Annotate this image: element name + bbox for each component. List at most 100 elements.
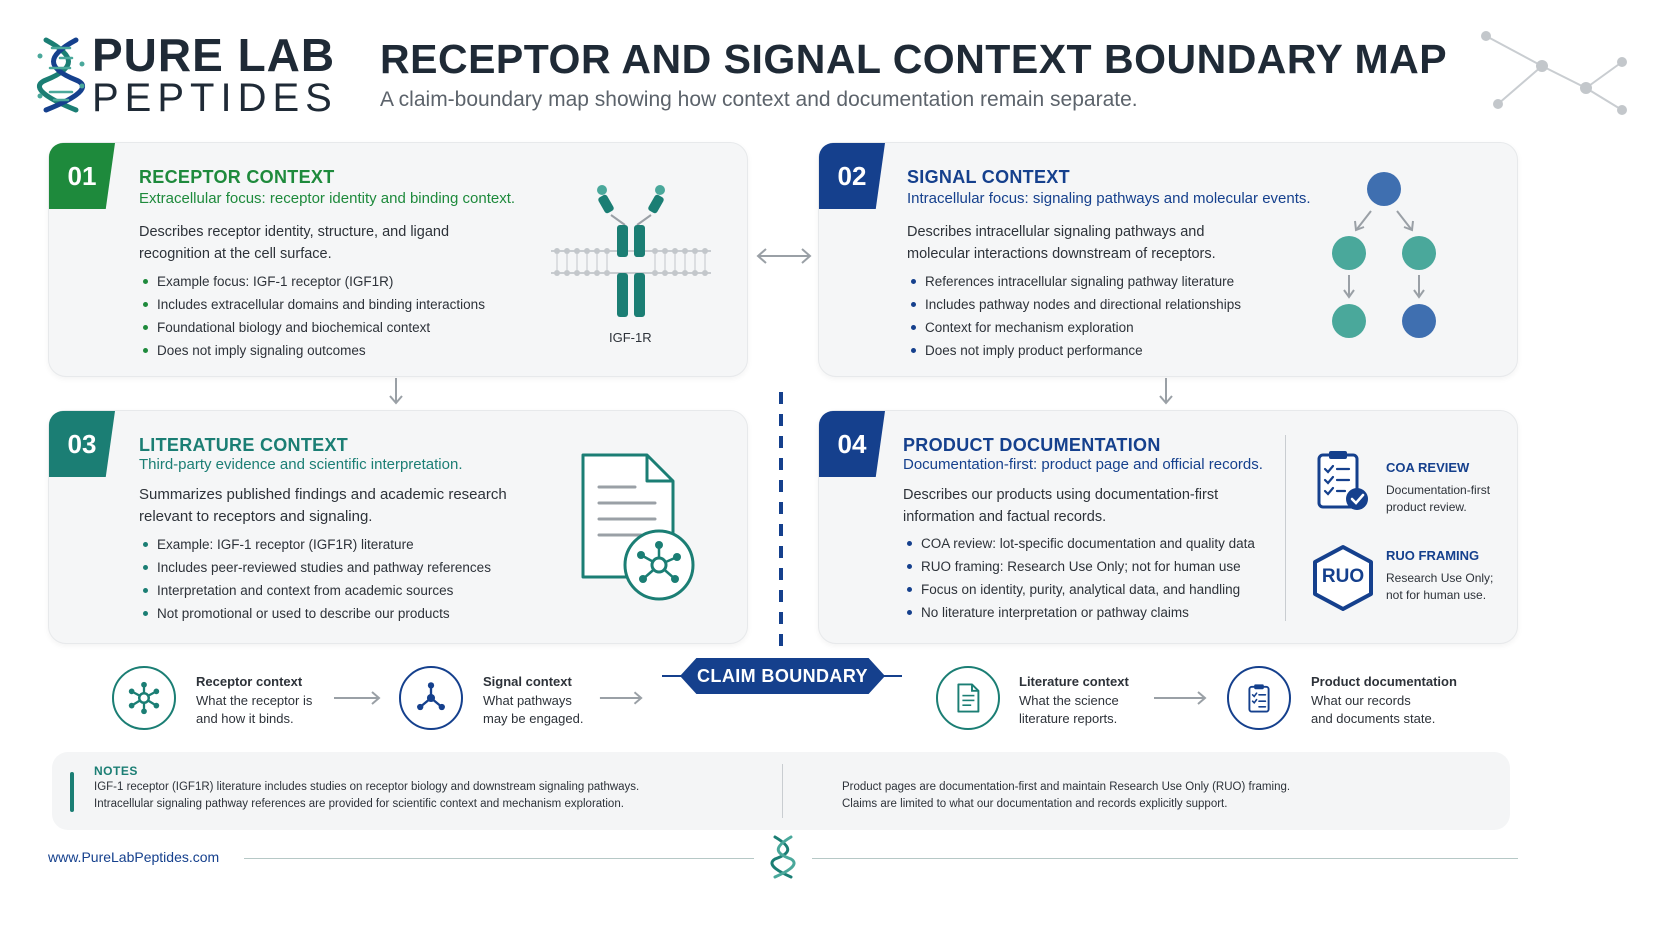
- footer-rule-right: [812, 858, 1518, 859]
- pathway-tree-icon: [1332, 172, 1436, 338]
- card-description: Describes our products using documentati…: [903, 487, 1219, 525]
- coa-review-title: COA REVIEW: [1386, 460, 1470, 475]
- branch-node-icon: [417, 682, 445, 711]
- card-description: Summarizes published findings and academ…: [139, 486, 507, 525]
- card-number-badge: 02: [819, 143, 885, 209]
- flow-step-product-node: [1227, 666, 1291, 730]
- card-number-badge: 04: [819, 411, 885, 477]
- list-item: Does not imply product performance: [907, 339, 1241, 362]
- clipboard-icon: [1248, 684, 1270, 713]
- list-item: References intracellular signaling pathw…: [907, 270, 1241, 293]
- list-item: Example: IGF-1 receptor (IGF1R) literatu…: [139, 533, 491, 556]
- notes-right-line: Product pages are documentation-first an…: [842, 781, 1291, 793]
- ruo-badge-text: RUO: [1321, 566, 1365, 587]
- list-item: COA review: lot-specific documentation a…: [903, 532, 1255, 555]
- brand-name-line2: PEPTIDES: [92, 76, 338, 120]
- flow-step-desc-line2: and how it binds.: [196, 711, 294, 726]
- arrow-right-icon: [599, 691, 643, 705]
- flow-step-desc-line2: may be engaged.: [483, 711, 584, 726]
- flow-step-title: Literature context: [1019, 674, 1129, 689]
- literature-context-card: 03 LITERATURE CONTEXT Third-party eviden…: [48, 410, 748, 644]
- card-number-badge: 03: [49, 411, 115, 477]
- dna-helix-icon: [36, 37, 86, 113]
- flow-step-desc-line2: literature reports.: [1019, 711, 1118, 726]
- down-arrow-icon: [389, 378, 403, 405]
- list-item: Includes peer-reviewed studies and pathw…: [139, 556, 491, 579]
- flow-step-desc-line1: What the receptor is: [196, 693, 313, 708]
- card-subtitle: Extracellular focus: receptor identity a…: [139, 190, 516, 207]
- claim-boundary-line: [779, 392, 783, 652]
- footer-rule-left: [244, 858, 754, 859]
- receptor-context-card: 01 RECEPTOR CONTEXT Extracellular focus:…: [48, 142, 748, 377]
- list-item: Not promotional or used to describe our …: [139, 602, 491, 625]
- notes-label: NOTES: [94, 764, 138, 778]
- dna-helix-icon: [770, 835, 796, 879]
- card-bullet-list: References intracellular signaling pathw…: [907, 270, 1241, 362]
- arrow-right-icon: [334, 691, 381, 705]
- checklist-icon: [1317, 451, 1368, 510]
- ruo-framing-title: RUO FRAMING: [1386, 548, 1480, 563]
- claim-boundary-banner: CLAIM BOUNDARY: [680, 658, 885, 694]
- card-section-divider: [1285, 435, 1286, 621]
- flow-step-receptor-node: [112, 666, 176, 730]
- footer-website-link[interactable]: www.PureLabPeptides.com: [48, 849, 220, 865]
- page-title: RECEPTOR AND SIGNAL CONTEXT BOUNDARY MAP: [380, 36, 1448, 82]
- signal-context-card: 02 SIGNAL CONTEXT Intracellular focus: s…: [818, 142, 1518, 377]
- list-item: Includes extracellular domains and bindi…: [139, 293, 485, 316]
- card-subtitle: Documentation-first: product page and of…: [903, 456, 1263, 473]
- list-item: Focus on identity, purity, analytical da…: [903, 578, 1255, 601]
- double-arrow-icon: [756, 248, 812, 264]
- page-subtitle: A claim-boundary map showing how context…: [380, 88, 1138, 111]
- card-bullet-list: Example focus: IGF-1 receptor (IGF1R) In…: [139, 270, 485, 362]
- card-title: SIGNAL CONTEXT: [907, 167, 1070, 187]
- flow-step-title: Signal context: [483, 674, 572, 689]
- receptor-icon: [551, 185, 711, 317]
- flow-step-title: Product documentation: [1311, 674, 1457, 689]
- brand-logo: PURE LAB PEPTIDES: [36, 30, 336, 120]
- list-item: RUO framing: Research Use Only; not for …: [903, 555, 1255, 578]
- ruo-framing-text-line2: not for human use.: [1386, 588, 1487, 602]
- card-number-badge: 01: [49, 143, 115, 209]
- flow-step-desc-line1: What our records: [1311, 693, 1411, 708]
- list-item: Interpretation and context from academic…: [139, 579, 491, 602]
- notes-left-line: IGF-1 receptor (IGF1R) literature includ…: [94, 781, 640, 793]
- coa-review-text-line2: product review.: [1386, 500, 1467, 514]
- ruo-framing-text-line1: Research Use Only;: [1386, 571, 1494, 585]
- flow-step-desc-line1: What pathways: [483, 693, 572, 708]
- card-bullet-list: Example: IGF-1 receptor (IGF1R) literatu…: [139, 533, 491, 625]
- card-title: LITERATURE CONTEXT: [139, 435, 349, 455]
- document-icon: [957, 683, 980, 713]
- card-description: Describes intracellular signaling pathwa…: [907, 224, 1216, 262]
- card-description: Describes receptor identity, structure, …: [139, 224, 450, 262]
- flow-step-title: Receptor context: [196, 674, 303, 689]
- card-title: PRODUCT DOCUMENTATION: [903, 435, 1161, 455]
- flow-step-desc-line2: and documents state.: [1311, 711, 1436, 726]
- list-item: Context for mechanism exploration: [907, 316, 1241, 339]
- flow-step-literature-node: [936, 666, 1000, 730]
- brand-name-line1: PURE LAB: [92, 29, 336, 81]
- card-subtitle: Third-party evidence and scientific inte…: [139, 456, 463, 473]
- card-bullet-list: COA review: lot-specific documentation a…: [903, 532, 1255, 624]
- receptor-figure-label: IGF-1R: [609, 330, 652, 345]
- list-item: Includes pathway nodes and directional r…: [907, 293, 1241, 316]
- notes-right-line: Claims are limited to what our documenta…: [842, 798, 1228, 810]
- flow-step-signal-node: [399, 666, 463, 730]
- card-title: RECEPTOR CONTEXT: [139, 167, 335, 187]
- card-subtitle: Intracellular focus: signaling pathways …: [907, 190, 1311, 207]
- molecule-network-icon: [1481, 31, 1627, 115]
- list-item: Does not imply signaling outcomes: [139, 339, 485, 362]
- ruo-hexagon-icon: [1313, 545, 1373, 611]
- notes-left-line: Intracellular signaling pathway referenc…: [94, 798, 624, 810]
- down-arrow-icon: [1159, 378, 1173, 405]
- list-item: Foundational biology and biochemical con…: [139, 316, 485, 339]
- list-item: Example focus: IGF-1 receptor (IGF1R): [139, 270, 485, 293]
- arrow-right-icon: [1154, 691, 1207, 705]
- notes-panel: NOTES IGF-1 receptor (IGF1R) literature …: [52, 752, 1510, 830]
- flow-step-desc-line1: What the science: [1019, 693, 1119, 708]
- product-documentation-card: 04 PRODUCT DOCUMENTATION Documentation-f…: [818, 410, 1518, 644]
- notes-accent-bar: [70, 772, 74, 812]
- document-network-icon: [581, 453, 695, 601]
- list-item: No literature interpretation or pathway …: [903, 601, 1255, 624]
- notes-divider: [782, 764, 783, 818]
- molecule-icon: [128, 681, 160, 715]
